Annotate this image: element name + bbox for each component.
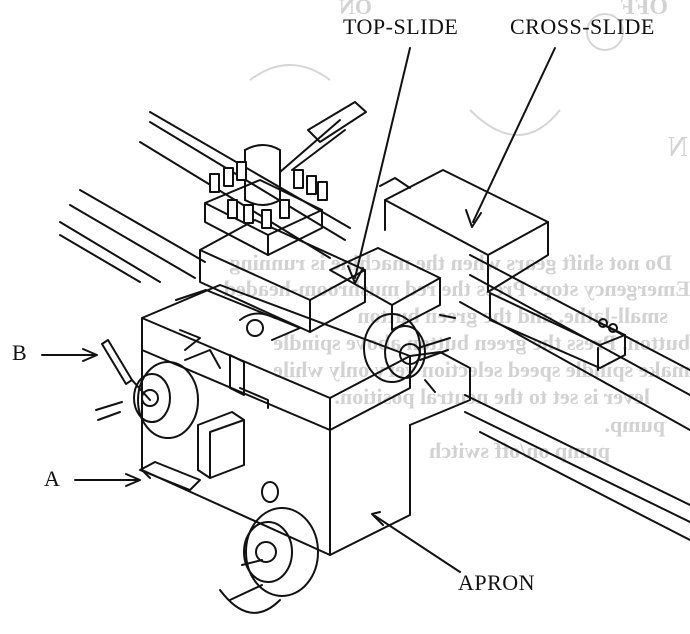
- leader-arrow-apron: [371, 511, 461, 573]
- leader-arrow-top-slide: [347, 47, 411, 284]
- label-a: A: [44, 466, 61, 491]
- cross-slide-end-screw: [439, 314, 618, 333]
- apron-handwheel-bottom: [219, 507, 319, 614]
- label-apron: APRON: [458, 570, 536, 595]
- leader-arrow-cross-slide: [465, 47, 556, 228]
- lever-b: [101, 339, 151, 401]
- apron-handwheel-left: [95, 349, 221, 439]
- leader-arrow-a: [74, 473, 141, 487]
- leader-arrow-b: [41, 348, 98, 362]
- label-cross-slide: CROSS-SLIDE: [510, 14, 655, 39]
- label-top-slide: TOP-SLIDE: [343, 14, 459, 39]
- cross-slide-body: [379, 169, 626, 371]
- tool-post-bolts: [209, 161, 328, 229]
- label-b: B: [12, 340, 28, 365]
- saddle-plate: [141, 284, 471, 431]
- bleed-through-shapes: [249, 13, 624, 136]
- apron-name-plate: [197, 411, 245, 479]
- apron-housing: [141, 349, 411, 556]
- top-slide-body: [175, 219, 441, 341]
- tool-post-handle: [307, 101, 367, 143]
- lever-a: [139, 461, 201, 491]
- cross-slide-handwheel: [363, 313, 451, 393]
